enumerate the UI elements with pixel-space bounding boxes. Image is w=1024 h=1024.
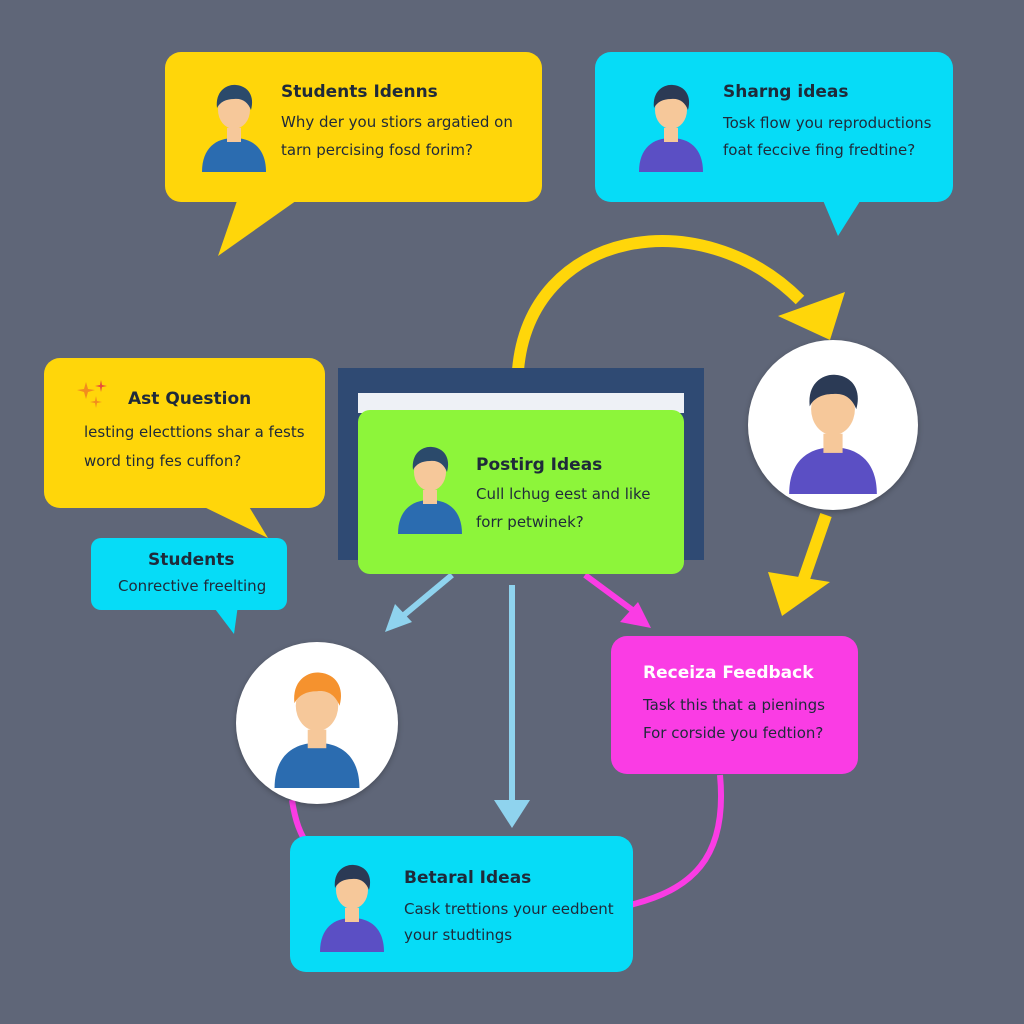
person-avatar-icon bbox=[639, 84, 703, 172]
betaral-ideas-box: Betaral Ideas Cask trettions your eedben… bbox=[290, 836, 633, 972]
arrow-magenta-curve bbox=[629, 774, 725, 908]
arrow-lightblue-left-head bbox=[385, 604, 412, 632]
user-avatar-circle-left bbox=[236, 642, 398, 804]
person-avatar-icon bbox=[202, 84, 266, 172]
tail-students-ideas bbox=[218, 198, 300, 256]
person-avatar-icon bbox=[274, 672, 360, 788]
students-title: Students bbox=[148, 550, 235, 570]
students-ideas-bubble: Students Idenns Why der you stiors argat… bbox=[165, 52, 542, 202]
ask-question-line1: lesting electtions shar a fests bbox=[84, 423, 305, 441]
arrow-yellow-arc bbox=[512, 235, 805, 371]
betaral-ideas-line2: your studtings bbox=[404, 926, 513, 944]
ask-question-bubble: Ast Question lesting electtions shar a f… bbox=[44, 358, 325, 508]
sharing-ideas-line2: foat feccive fing fredtine? bbox=[723, 141, 916, 159]
receive-feedback-box: Receiza Feedback Task this that a pienin… bbox=[611, 636, 858, 774]
sharing-ideas-line1: Tosk flow you reproductions bbox=[723, 114, 932, 132]
students-line1: Conrective freelting bbox=[118, 577, 267, 595]
posting-ideas-window-panel bbox=[358, 393, 684, 413]
user-avatar-circle-right bbox=[748, 340, 918, 510]
students-ideas-line1: Why der you stiors argatied on bbox=[281, 113, 513, 131]
receive-feedback-title: Receiza Feedback bbox=[643, 663, 814, 683]
tail-ask-question bbox=[200, 505, 268, 538]
ask-question-title: Ast Question bbox=[128, 389, 252, 409]
arrow-yellow-down bbox=[794, 513, 832, 592]
person-avatar-icon bbox=[398, 446, 462, 534]
arrow-lightblue-left bbox=[396, 572, 454, 623]
arrow-lightblue-down-head bbox=[494, 800, 530, 828]
tail-sharing-ideas bbox=[822, 198, 862, 236]
arrow-yellow-down-head bbox=[768, 572, 830, 616]
students-ideas-title: Students Idenns bbox=[281, 82, 438, 102]
sharing-ideas-title: Sharng ideas bbox=[723, 82, 849, 102]
posting-ideas-card: Postirg Ideas Cull lchug eest and like f… bbox=[358, 410, 684, 574]
tail-students bbox=[212, 605, 238, 634]
students-bubble: Students Conrective freelting bbox=[91, 538, 287, 610]
sharing-ideas-bubble: Sharng ideas Tosk flow you reproductions… bbox=[595, 52, 953, 202]
posting-ideas-title: Postirg Ideas bbox=[476, 455, 603, 475]
receive-feedback-line2: For corside you fedtion? bbox=[643, 724, 824, 742]
posting-ideas-line2: forr petwinek? bbox=[476, 513, 584, 531]
students-ideas-line2: tarn percising fosd forim? bbox=[281, 141, 473, 159]
ask-question-line2: word ting fes cuffon? bbox=[84, 452, 242, 470]
arrow-magenta-right-head bbox=[620, 602, 651, 628]
posting-ideas-line1: Cull lchug eest and like bbox=[476, 485, 651, 503]
betaral-ideas-line1: Cask trettions your eedbent bbox=[404, 900, 614, 918]
person-avatar-icon bbox=[789, 374, 877, 494]
arrow-magenta-right bbox=[583, 572, 637, 615]
person-avatar-icon bbox=[320, 864, 384, 952]
arrow-yellow-arc-head bbox=[778, 292, 845, 340]
sparkle-icon bbox=[77, 380, 107, 408]
receive-feedback-line1: Task this that a pienings bbox=[643, 696, 825, 714]
betaral-ideas-title: Betaral Ideas bbox=[404, 868, 532, 888]
